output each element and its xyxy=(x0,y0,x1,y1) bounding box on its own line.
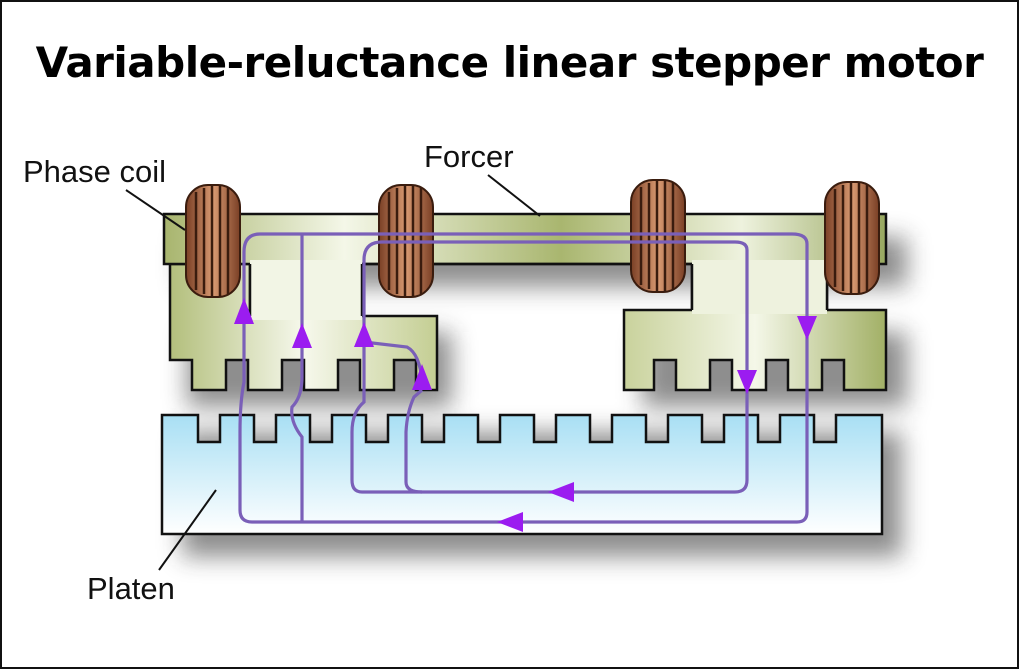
flux-arrow-down-1 xyxy=(797,316,817,340)
flux-arrow-up-4 xyxy=(412,364,432,390)
forcer-leader xyxy=(487,174,541,217)
flux-arrows xyxy=(234,298,817,532)
phase-coil-4 xyxy=(824,181,880,295)
flux-arrow-down-2 xyxy=(737,370,757,394)
forcer-label: Forcer xyxy=(424,139,514,174)
phase-coil-leader xyxy=(125,189,186,231)
phase-coil-3 xyxy=(630,179,686,293)
flux-arrow-left-2 xyxy=(497,512,523,532)
flux-arrow-up-2 xyxy=(292,323,312,348)
phase-coil-label: Phase coil xyxy=(23,154,167,189)
platen-label: Platen xyxy=(87,571,175,606)
forcer-right-leg xyxy=(692,260,827,314)
platen-body xyxy=(160,413,884,536)
platen-leader xyxy=(158,489,217,571)
flux-paths xyxy=(238,232,809,524)
diagram-title: Variable-reluctance linear stepper motor xyxy=(35,38,984,87)
phase-coil-1 xyxy=(185,184,241,298)
flux-arrow-up-3 xyxy=(354,322,374,347)
forcer-left-leg xyxy=(250,260,362,320)
flux-arrow-up-1 xyxy=(234,298,254,324)
forcer-bar xyxy=(162,212,888,266)
flux-arrow-left-1 xyxy=(548,482,574,502)
